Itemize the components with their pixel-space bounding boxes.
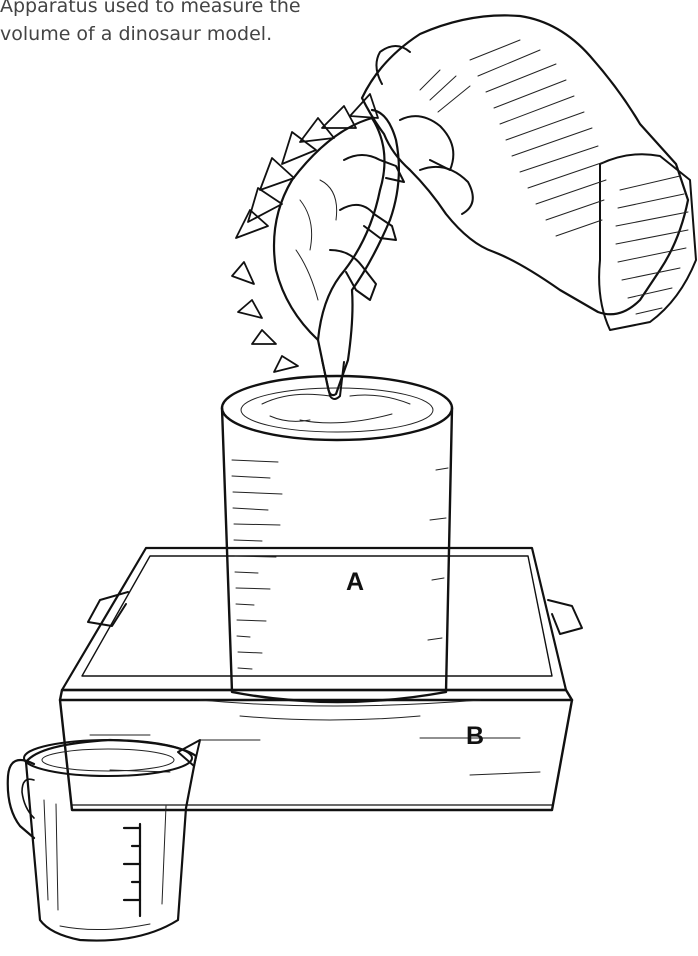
label-container-a: A	[346, 568, 364, 596]
label-tray-b: B	[466, 722, 484, 750]
hand-icon	[362, 15, 696, 330]
stegosaurus-icon	[232, 94, 404, 399]
cylinder-container-icon	[222, 376, 452, 702]
tray-icon	[60, 548, 582, 810]
measuring-jug-icon	[8, 740, 200, 941]
